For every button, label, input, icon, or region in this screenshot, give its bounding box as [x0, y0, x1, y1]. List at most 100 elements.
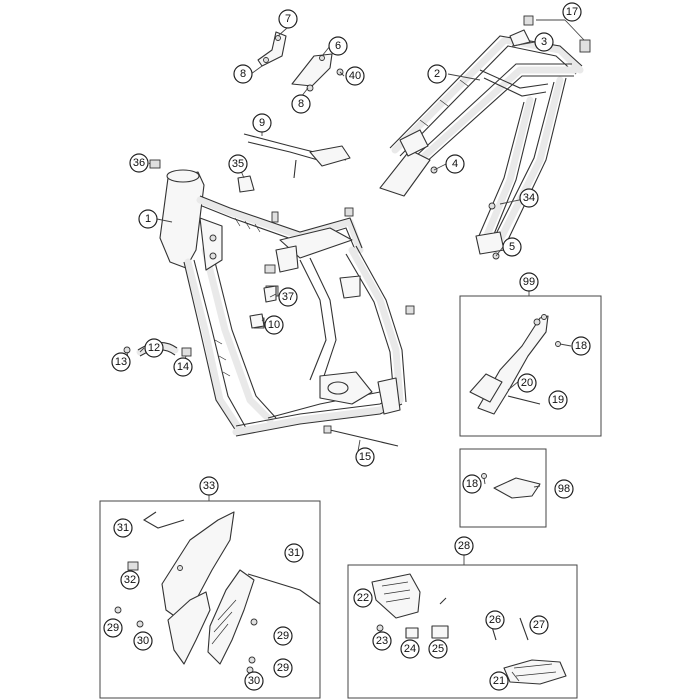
callout-26: 26 [485, 610, 505, 630]
svg-text:98: 98 [558, 483, 570, 495]
svg-text:9: 9 [259, 117, 265, 129]
callout-8b: 8 [291, 94, 311, 114]
svg-text:36: 36 [133, 157, 145, 169]
washer-23 [376, 624, 384, 632]
svg-text:28: 28 [458, 540, 470, 552]
svg-text:24: 24 [404, 643, 416, 655]
callout-40: 40 [345, 66, 365, 86]
callout-8a: 8 [233, 64, 253, 84]
svg-text:29: 29 [107, 622, 119, 634]
frame-guard-right [207, 569, 255, 665]
svg-text:29: 29 [277, 630, 289, 642]
svg-text:19: 19 [552, 394, 564, 406]
svg-text:34: 34 [523, 192, 535, 204]
svg-text:23: 23 [376, 635, 388, 647]
svg-text:20: 20 [521, 377, 533, 389]
callout-35: 35 [228, 154, 248, 174]
strap-31-right [247, 573, 321, 605]
svg-text:26: 26 [489, 614, 501, 626]
svg-text:99: 99 [523, 276, 535, 288]
svg-text:18: 18 [466, 478, 478, 490]
washer-29b [250, 618, 258, 626]
callout-15: 15 [355, 447, 375, 467]
callout-28: 28 [454, 536, 474, 556]
pin-27 [519, 617, 529, 641]
bolt-15 [323, 425, 399, 447]
callout-10: 10 [264, 315, 284, 335]
kit-box-99 [459, 295, 602, 437]
callout-21: 21 [489, 671, 509, 691]
callout-5: 5 [502, 237, 522, 257]
callout-23: 23 [372, 631, 392, 651]
svg-text:29: 29 [277, 662, 289, 674]
part-10 [249, 313, 265, 329]
callout-29c: 29 [273, 658, 293, 678]
callout-14: 14 [173, 357, 193, 377]
callout-22: 22 [353, 588, 373, 608]
part-37 [263, 285, 277, 303]
callout-34: 34 [519, 188, 539, 208]
washer-29a [114, 606, 122, 614]
svg-text:10: 10 [268, 319, 280, 331]
callout-18b: 18 [462, 474, 482, 494]
svg-text:21: 21 [493, 675, 505, 687]
svg-text:14: 14 [177, 361, 189, 373]
svg-text:13: 13 [115, 356, 127, 368]
sidestand-20 [469, 314, 561, 415]
callout-37: 37 [278, 287, 298, 307]
svg-text:32: 32 [124, 574, 136, 586]
svg-text:15: 15 [359, 451, 371, 463]
strap-31-left [142, 511, 185, 529]
callout-13: 13 [111, 352, 131, 372]
callout-3: 3 [534, 32, 554, 52]
callout-25: 25 [428, 639, 448, 659]
bracket-6 [291, 53, 344, 92]
callout-31b: 31 [284, 543, 304, 563]
spring-25 [431, 625, 449, 639]
svg-text:31: 31 [117, 522, 129, 534]
bracket-7 [257, 31, 287, 67]
svg-text:8: 8 [298, 98, 304, 110]
callout-7: 7 [278, 9, 298, 29]
callout-6: 6 [328, 36, 348, 56]
nut-14 [181, 347, 192, 357]
callout-30a: 30 [133, 631, 153, 651]
svg-text:40: 40 [349, 70, 361, 82]
callout-29a: 29 [103, 618, 123, 638]
svg-text:22: 22 [357, 592, 369, 604]
callout-12: 12 [144, 338, 164, 358]
main-frame [159, 169, 415, 437]
svg-text:6: 6 [335, 40, 341, 52]
callout-9: 9 [252, 113, 272, 133]
part-98 [481, 473, 541, 499]
callout-17: 17 [562, 2, 582, 22]
svg-text:4: 4 [452, 158, 458, 170]
callout-31a: 31 [113, 518, 133, 538]
svg-text:33: 33 [203, 480, 215, 492]
kit-box-33 [99, 500, 321, 699]
callout-33: 33 [199, 476, 219, 496]
svg-text:18: 18 [575, 340, 587, 352]
callout-18a: 18 [571, 336, 591, 356]
cable-9 [243, 133, 351, 179]
svg-text:27: 27 [533, 619, 545, 631]
pin-22 [439, 597, 447, 605]
callout-99: 99 [519, 272, 539, 292]
svg-text:30: 30 [137, 635, 149, 647]
callout-27: 27 [529, 615, 549, 635]
svg-text:25: 25 [432, 643, 444, 655]
frame-guard-left [161, 511, 235, 665]
washer-30a [136, 620, 144, 628]
callout-19: 19 [548, 390, 568, 410]
kit-box-98 [459, 448, 547, 528]
svg-text:37: 37 [282, 291, 294, 303]
subframe [379, 15, 591, 260]
callout-24: 24 [400, 639, 420, 659]
svg-text:8: 8 [240, 68, 246, 80]
bolt-36 [149, 159, 161, 169]
washer-29c [248, 656, 256, 664]
footrest-22 [371, 573, 421, 619]
callout-29b: 29 [273, 626, 293, 646]
svg-text:2: 2 [434, 68, 440, 80]
